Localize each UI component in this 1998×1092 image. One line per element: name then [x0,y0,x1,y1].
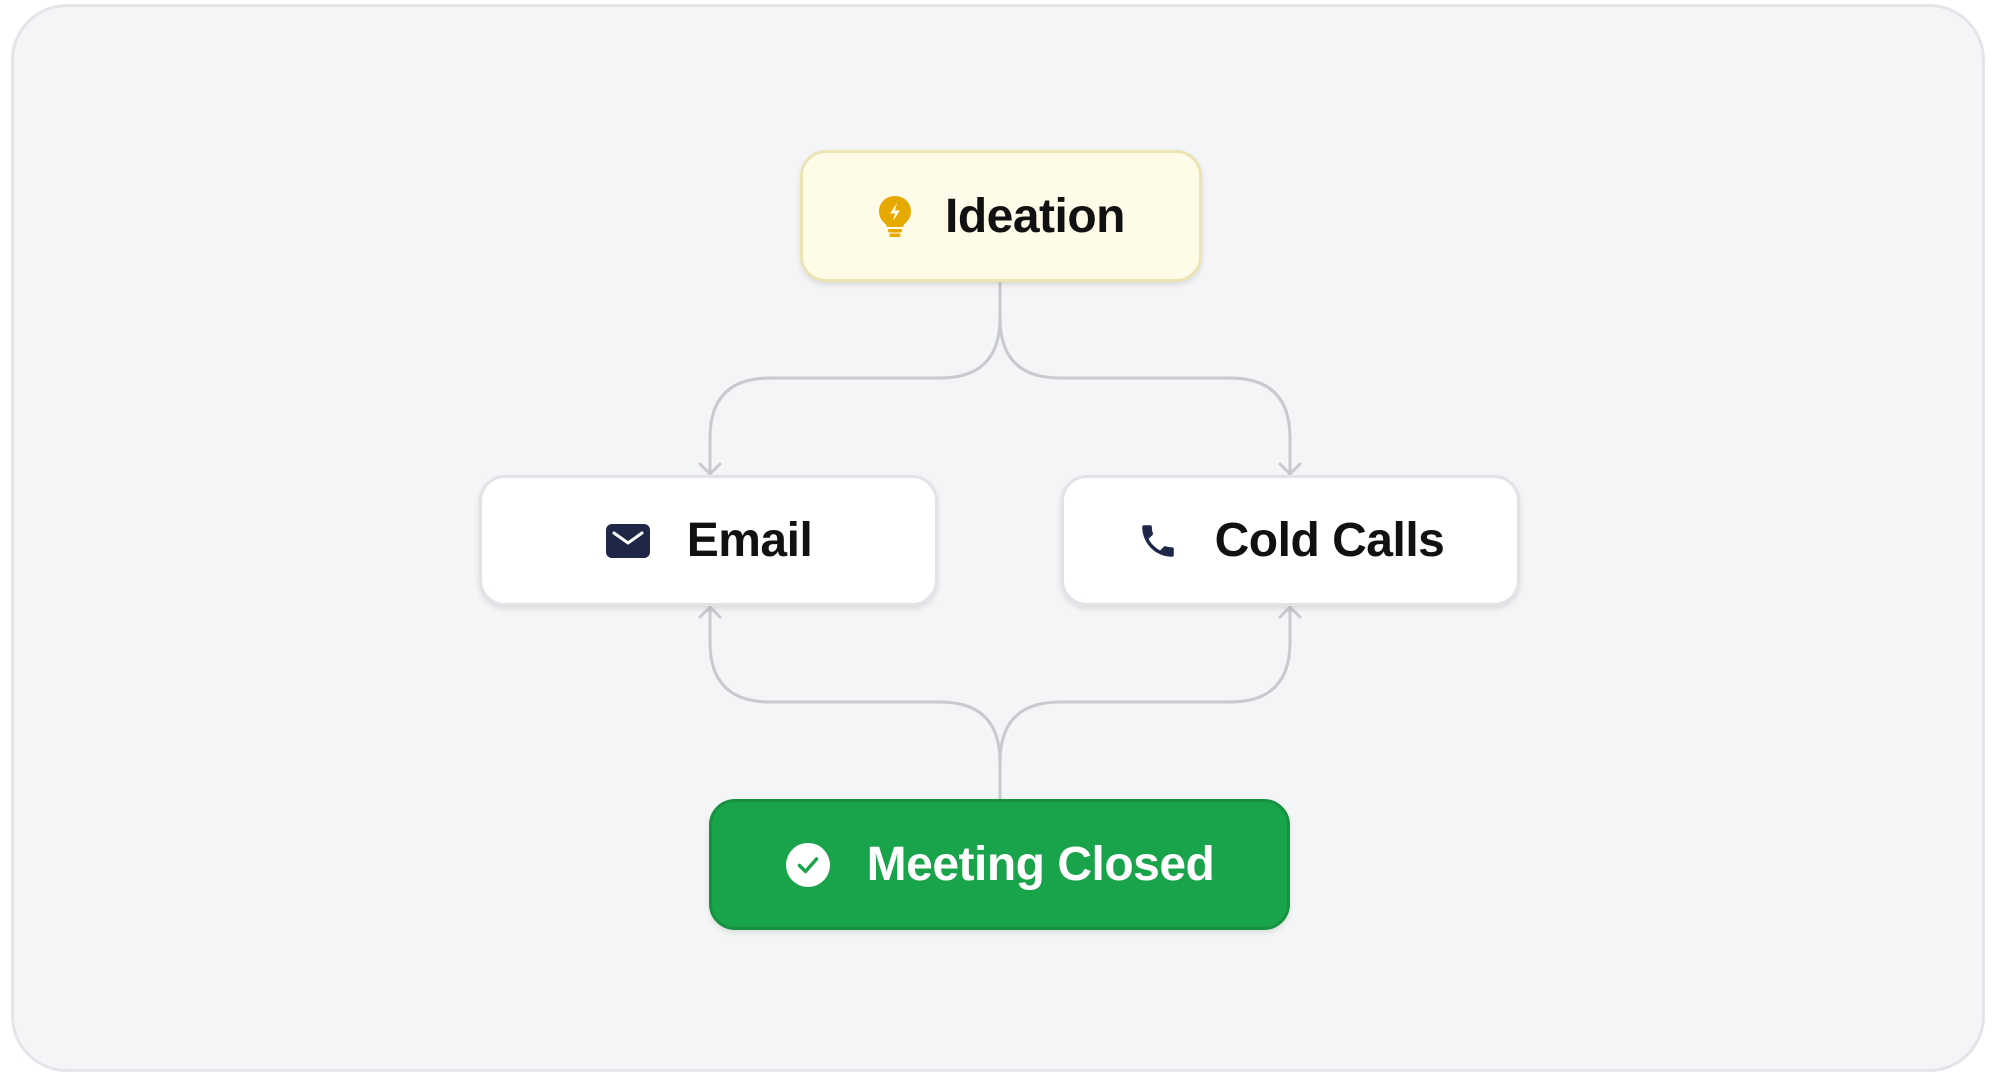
edge-ideation-to-cold-calls [998,280,1292,476]
phone-icon [1137,519,1179,563]
envelope-icon [605,523,651,559]
arrowhead-cold-calls-bottom [1278,605,1302,619]
node-email[interactable]: Email [479,475,938,606]
node-meeting-closed-label: Meeting Closed [866,838,1215,891]
arrowhead-email-bottom [698,605,722,619]
node-ideation-label: Ideation [944,189,1126,243]
arrowhead-email-top [698,462,722,476]
edge-meeting-to-cold-calls [998,605,1292,801]
lightbulb-icon [877,194,913,238]
arrowhead-cold-calls-top [1278,462,1302,476]
check-circle-icon [785,842,831,888]
edge-meeting-to-email [708,605,1002,801]
edge-ideation-to-email [708,280,1002,476]
node-email-label: Email [686,514,813,567]
node-ideation[interactable]: Ideation [800,150,1202,282]
node-meeting-closed[interactable]: Meeting Closed [709,799,1290,930]
node-cold-calls-label: Cold Calls [1214,514,1445,567]
node-cold-calls[interactable]: Cold Calls [1061,475,1520,606]
